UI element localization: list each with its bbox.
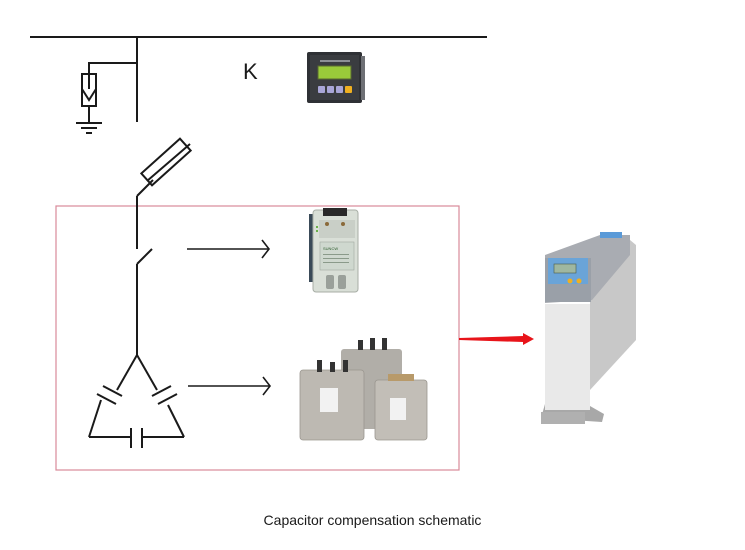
fuse-icon: [136, 137, 193, 197]
diagram-title: Capacitor compensation schematic: [263, 512, 482, 528]
red-arrow-icon: [459, 333, 534, 345]
switch-icon: [136, 196, 153, 355]
capacitor-photo: [299, 338, 428, 441]
switch-module-photo: SUNCW: [309, 208, 359, 293]
controller-photo: [307, 52, 365, 103]
arrester-icon: [81, 62, 137, 122]
switch-brand-label: SUNCW: [323, 246, 338, 251]
ground-icon: [76, 122, 102, 134]
controller-label: K: [243, 59, 258, 84]
arrow-to-switch-icon: [187, 239, 271, 259]
smart-capacitor-photo: [541, 232, 636, 424]
capacitor-delta-icon: [88, 340, 185, 448]
arrow-to-capacitors-icon: [188, 376, 272, 396]
